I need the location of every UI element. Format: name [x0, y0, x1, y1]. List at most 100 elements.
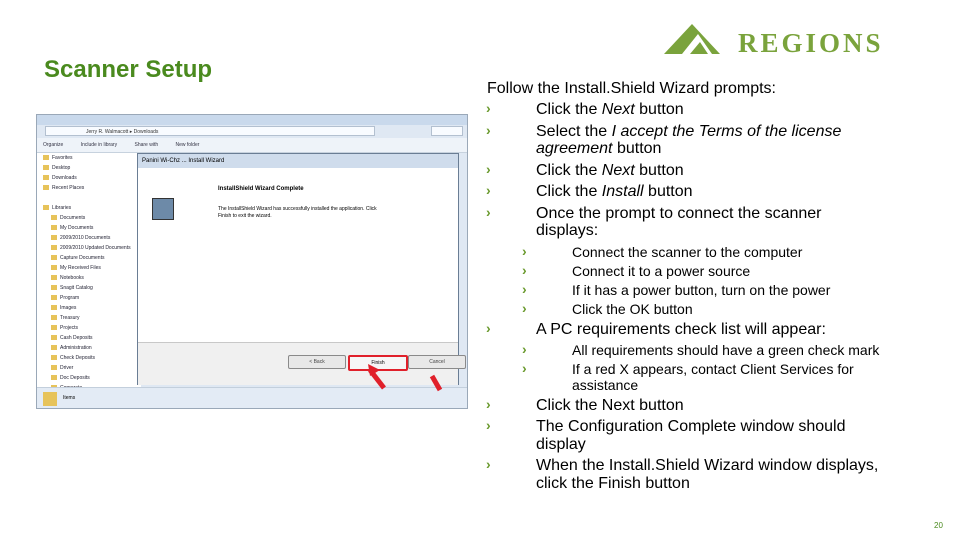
nav-item[interactable]: 2009/2010 Updated Documents: [37, 243, 141, 253]
substep-pc-1: All requirements should have a green che…: [572, 342, 880, 358]
nav-item-label: Images: [60, 305, 77, 311]
nav-item-label: Downloads: [52, 175, 77, 181]
folder-icon: [43, 392, 57, 406]
bullet-chevron-icon: ›: [486, 122, 491, 138]
nav-item-label: Snagit Catalog: [60, 285, 93, 291]
nav-item-label: 2009/2010 Updated Documents: [60, 245, 131, 251]
red-arrows: [368, 364, 443, 392]
substep-pc-2-line2: assistance: [572, 377, 639, 393]
wizard-button-bar: < Back Finish Cancel: [138, 342, 466, 385]
nav-item[interactable]: Libraries: [37, 203, 141, 213]
substep-pc-2: If a red X appears, contact Client Servi…: [572, 361, 854, 377]
nav-item-label: Notebooks: [60, 275, 84, 281]
page-number: 20: [934, 521, 943, 530]
folder-icon: [51, 365, 57, 371]
folder-icon: [51, 225, 57, 231]
sub-bullet-chevron-icon: ›: [522, 281, 527, 297]
nav-item[interactable]: Images: [37, 303, 141, 313]
installshield-wizard-dialog: Panini Wi-Chz ... Install Wizard Install…: [137, 153, 466, 385]
folder-icon: [51, 275, 57, 281]
nav-item-label: Program: [60, 295, 80, 301]
bullet-chevron-icon: ›: [486, 204, 491, 220]
folder-icon: [51, 245, 57, 251]
cancel-button[interactable]: Cancel: [408, 355, 466, 369]
nav-item[interactable]: 2009/2010 Documents: [37, 233, 141, 243]
folder-icon: [51, 355, 57, 361]
step-5: Once the prompt to connect the scanner: [536, 205, 822, 222]
nav-item[interactable]: Documents: [37, 213, 141, 223]
folder-icon: [43, 165, 49, 171]
nav-item-label: Treasury: [60, 315, 80, 321]
nav-item-label: Favorites: [52, 155, 73, 161]
nav-item-label: Projects: [60, 325, 79, 331]
folder-icon: [51, 265, 57, 271]
nav-item-label: Driver: [60, 365, 74, 371]
sub-bullet-chevron-icon: ›: [522, 300, 527, 316]
wizard-heading: InstallShield Wizard Complete: [218, 186, 304, 192]
folder-icon: [51, 295, 57, 301]
nav-item[interactable]: Recent Places: [37, 183, 141, 193]
menu-organize[interactable]: Organize: [43, 142, 64, 148]
final-step-3: When the Install.Shield Wizard window di…: [536, 457, 879, 474]
final-step-2-line2: display: [536, 436, 586, 453]
nav-item[interactable]: My Documents: [37, 223, 141, 233]
step-2-line2: agreement button: [536, 140, 662, 157]
nav-item[interactable]: Cash Deposits: [37, 333, 141, 343]
nav-item[interactable]: Snagit Catalog: [37, 283, 141, 293]
substep-connect-2: Connect it to a power source: [572, 263, 751, 279]
nav-item[interactable]: Desktop: [37, 163, 141, 173]
substep-connect-3: If it has a power button, turn on the po…: [572, 282, 831, 298]
back-button[interactable]: < Back: [288, 355, 346, 369]
installer-screenshot: Jerry R. Walmacott ▸ Downloads Organize …: [36, 114, 468, 409]
nav-item-label: Doc Deposits: [60, 375, 90, 381]
search-box[interactable]: [431, 126, 463, 136]
nav-item-label: Check Deposits: [60, 355, 96, 361]
nav-item[interactable]: My Received Files: [37, 263, 141, 273]
folder-icon: [51, 315, 57, 321]
folder-icon: [51, 345, 57, 351]
nav-item[interactable]: Doc Deposits: [37, 373, 141, 383]
bullet-chevron-icon: ›: [486, 161, 491, 177]
status-text: Items: [63, 395, 76, 401]
nav-item[interactable]: Projects: [37, 323, 141, 333]
nav-item-label: My Received Files: [60, 265, 101, 271]
nav-item[interactable]: Downloads: [37, 173, 141, 183]
folder-icon: [51, 235, 57, 241]
nav-item[interactable]: Notebooks: [37, 273, 141, 283]
final-step-3-line2: click the Finish button: [536, 475, 690, 492]
nav-item[interactable]: Capture Documents: [37, 253, 141, 263]
step-2: Select the I accept the Terms of the lic…: [536, 123, 842, 140]
sub-bullet-chevron-icon: ›: [522, 341, 527, 357]
folder-icon: [51, 285, 57, 291]
folder-icon: [43, 205, 49, 211]
nav-item[interactable]: Treasury: [37, 313, 141, 323]
nav-item[interactable]: Favorites: [37, 153, 141, 163]
nav-item[interactable]: Administration: [37, 343, 141, 353]
arrow-stem-right: [429, 374, 443, 392]
nav-item[interactable]: Check Deposits: [37, 353, 141, 363]
menu-share[interactable]: Share with: [134, 142, 159, 148]
nav-item-label: Administration: [60, 345, 92, 351]
regions-logo: [664, 24, 720, 54]
nav-item[interactable]: [37, 193, 141, 203]
step-5-line2: displays:: [536, 222, 599, 239]
nav-item-label: My Documents: [60, 225, 94, 231]
wizard-main-panel: [200, 168, 458, 342]
wizard-side-panel: [138, 168, 200, 342]
substep-connect-4: Click the OK button: [572, 301, 693, 317]
folder-icon: [51, 335, 57, 341]
sub-bullet-chevron-icon: ›: [522, 360, 527, 376]
nav-item-label: Cash Deposits: [60, 335, 93, 341]
nav-item[interactable]: Driver: [37, 363, 141, 373]
menu-new-folder[interactable]: New folder: [175, 142, 200, 148]
folder-icon: [43, 185, 49, 191]
bullet-chevron-icon: ›: [486, 396, 491, 412]
bullet-chevron-icon: ›: [486, 456, 491, 472]
bullet-chevron-icon: ›: [486, 417, 491, 433]
address-bar[interactable]: Jerry R. Walmacott ▸ Downloads: [45, 126, 375, 136]
nav-item[interactable]: Program: [37, 293, 141, 303]
installer-icon: [152, 198, 174, 220]
menu-include[interactable]: Include in library: [80, 142, 118, 148]
step-4: Click the Install button: [536, 183, 693, 200]
